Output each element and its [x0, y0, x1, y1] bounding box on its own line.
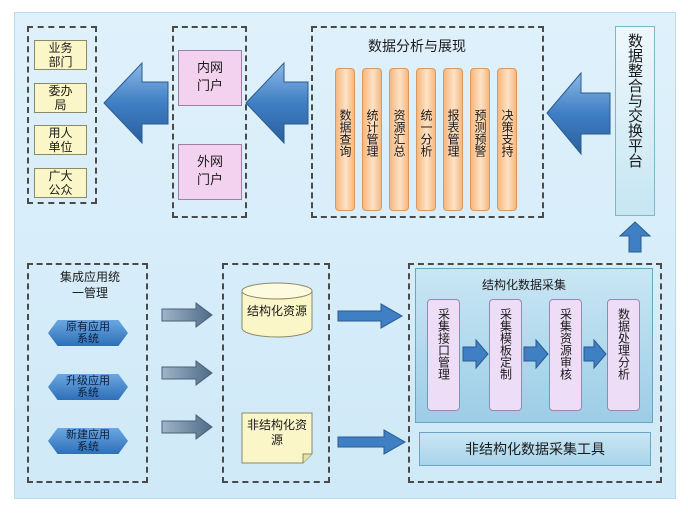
- step-data-processing: 数据处理分析: [607, 299, 640, 411]
- resources-group: [222, 263, 330, 483]
- user-public: 广大公众: [34, 168, 87, 198]
- analysis-item-decision: 决策支持: [497, 68, 517, 211]
- analysis-item-reports: 报表管理: [443, 68, 463, 211]
- integration-group: [27, 263, 148, 483]
- arrow-portal-to-users: [103, 61, 169, 145]
- unstructured-collection-tool: 非结构化数据采集工具: [419, 432, 651, 466]
- unstructured-resource: 非结构化资源: [241, 412, 313, 464]
- new-app-system: 新建应用系统: [48, 428, 128, 454]
- arrow-platform-to-analysis: [546, 71, 611, 156]
- analysis-item-summary: 资源汇总: [389, 68, 409, 211]
- structured-collection-title: 结构化数据采集: [482, 278, 567, 292]
- analysis-item-statistics: 统计管理: [362, 68, 382, 211]
- analysis-title: 数据分析与展现: [368, 39, 466, 55]
- users-group: [27, 26, 97, 204]
- arrow-upgraded-to-resources: [161, 360, 213, 386]
- analysis-group: [311, 26, 544, 218]
- integration-platform: 数据整合与交换平台: [615, 26, 655, 216]
- document-shape: [241, 412, 313, 464]
- structured-resource: 结构化资源: [241, 282, 313, 340]
- user-committees: 委办局: [34, 83, 87, 113]
- arrow-structured-to-collection: [337, 303, 404, 329]
- extranet-portal: 外网门户: [178, 144, 242, 200]
- step-interface-management: 采集接口管理: [427, 299, 460, 411]
- arrow-legacy-to-resources: [161, 302, 213, 328]
- arrow-analysis-to-portal: [245, 61, 309, 145]
- step-template-customization: 采集模板定制: [489, 299, 522, 411]
- collection-group: [408, 263, 662, 483]
- analysis-item-unified: 统一分析: [416, 68, 436, 211]
- arrow-step2-to-step3: [523, 338, 549, 370]
- step-resource-review: 采集资源审核: [549, 299, 582, 411]
- analysis-item-forecast: 预测预警: [470, 68, 490, 211]
- cylinder-shape: [241, 282, 313, 338]
- portals-group: [172, 26, 247, 218]
- upgraded-app-system: 升级应用系统: [48, 374, 128, 400]
- arrow-unstructured-to-tool: [337, 429, 407, 455]
- user-business-dept: 业务部门: [34, 40, 87, 70]
- legacy-app-system: 原有应用系统: [48, 320, 128, 346]
- arrow-collection-to-platform: [618, 221, 652, 253]
- analysis-item-query: 数据查询: [335, 68, 355, 211]
- intranet-portal: 内网门户: [178, 50, 242, 106]
- user-employers: 用人单位: [34, 125, 87, 155]
- arrow-step3-to-step4: [583, 338, 607, 370]
- integration-title: 集成应用统一管理: [60, 270, 121, 300]
- arrow-new-to-resources: [161, 414, 213, 440]
- arrow-step1-to-step2: [462, 338, 489, 370]
